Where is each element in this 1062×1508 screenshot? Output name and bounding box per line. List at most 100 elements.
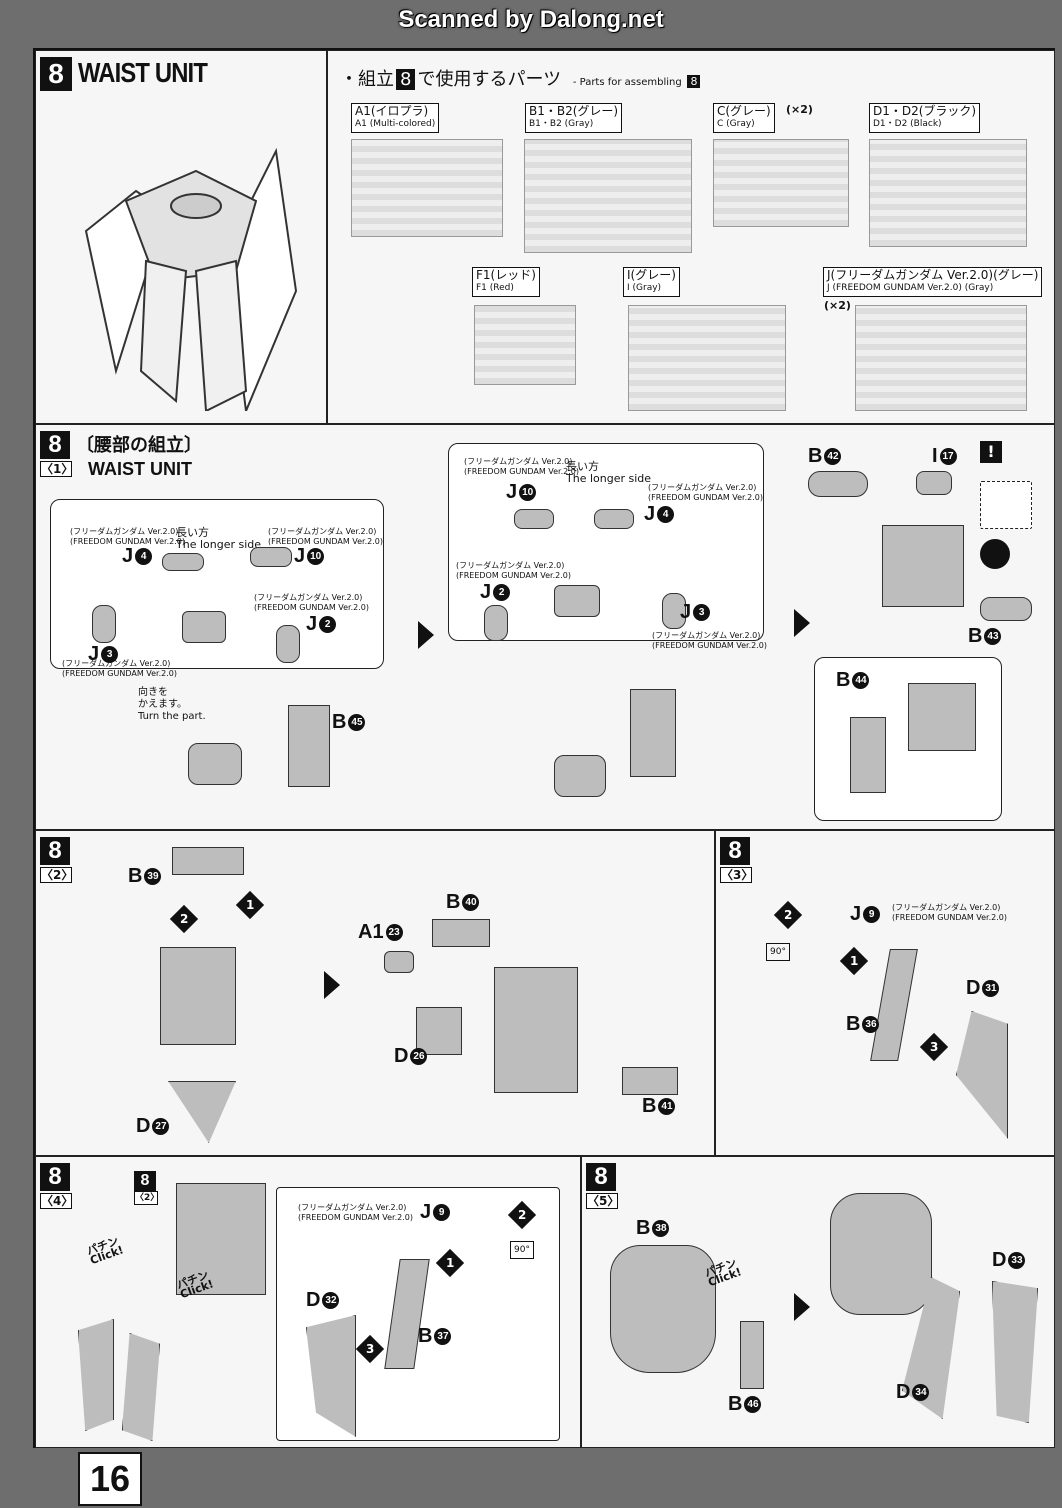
runner-label-f1: F1(レッド)F1 (Red) [472, 267, 540, 297]
section-4-sub: 〈4〉 [40, 1193, 74, 1209]
runner-f1 [474, 305, 576, 385]
part-d31 [956, 1011, 1008, 1139]
part-a1-23 [384, 951, 414, 973]
part-d33 [992, 1281, 1038, 1423]
part-waist-core-2 [494, 967, 578, 1093]
parts-header-prefix: ・組立 [340, 69, 394, 90]
section-4-ref-num: 8 [134, 1171, 156, 1191]
part-b36 [870, 949, 918, 1061]
part-j2-a [276, 625, 300, 663]
part-b40 [432, 919, 490, 947]
turn-part-note: 向きをかえます。Turn the part. [138, 687, 206, 722]
section-3-num: 8 [720, 837, 750, 865]
step-1-marker: 1 [235, 890, 265, 920]
rotate-90-badge-4: 90° [510, 1241, 534, 1259]
j4-label-fg-2: (フリーダムガンダム Ver.2.0)(FREEDOM GUNDAM Ver.2… [648, 483, 763, 502]
j2-label-fg: (フリーダムガンダム Ver.2.0)(FREEDOM GUNDAM Ver.2… [254, 593, 369, 612]
section-5-sub: 〈5〉 [586, 1193, 620, 1209]
j9-label-fg: (フリーダムガンダム Ver.2.0)(FREEDOM GUNDAM Ver.2… [892, 903, 1007, 922]
part-b38-plate [610, 1245, 716, 1373]
step-2-marker: 2 [773, 900, 803, 930]
part-b44 [850, 717, 886, 793]
part-b45-frame [288, 705, 330, 787]
j10-label-fg-2: (フリーダムガンダム Ver.2.0)(FREEDOM GUNDAM Ver.2… [464, 457, 579, 476]
part-b46 [740, 1321, 764, 1389]
part-j10 [250, 547, 292, 567]
runner-j-multiplier: (×2) [824, 299, 851, 312]
parts-header-step-num: 8 [396, 69, 416, 90]
part-waist-core [160, 947, 236, 1045]
part-b39 [172, 847, 244, 875]
step-title: WAIST UNIT [78, 57, 208, 88]
runner-c [713, 139, 849, 227]
waist-unit-overview-panel: 8 WAIST UNIT [35, 50, 327, 424]
section-2-sub: 〈2〉 [40, 867, 74, 883]
section-1-title-en: WAIST UNIT [88, 459, 192, 479]
part-j2-b [484, 605, 508, 641]
j2-label-fg-2: (フリーダムガンダム Ver.2.0)(FREEDOM GUNDAM Ver.2… [456, 561, 571, 580]
runner-i [628, 305, 786, 411]
part-d27 [168, 1081, 236, 1143]
section-1-panel: 8 〈1〉 〔腰部の組立〕 WAIST UNIT (フリーダムガンダム Ver.… [35, 424, 1055, 830]
part-i17 [916, 471, 952, 495]
section-2-num: 8 [40, 837, 70, 865]
part-b43 [980, 597, 1032, 621]
runner-a1 [351, 139, 503, 237]
scan-watermark-title: Scanned by Dalong.net [398, 6, 664, 33]
part-frame-section-1b [630, 689, 676, 777]
part-j3-b [662, 593, 686, 629]
part-j4 [162, 553, 204, 571]
part-d26 [416, 1007, 462, 1055]
waist-unit-illustration [84, 147, 298, 411]
part-j-joint-left [188, 743, 242, 785]
section-1-num: 8 [40, 431, 70, 459]
rotate-90-badge: 90° [766, 943, 790, 961]
part-j-assembly [182, 611, 226, 643]
section-1-title-jp: 〔腰部の組立〕 [76, 435, 202, 455]
runner-label-j: J(フリーダムガンダム Ver.2.0)(グレー)J (FREEDOM GUND… [823, 267, 1043, 297]
runner-label-d: D1・D2(ブラック)D1・D2 (Black) [869, 103, 981, 133]
step-2-marker: 2 [169, 904, 199, 934]
runner-j [855, 305, 1027, 411]
section-1-flow-arrow-1 [418, 621, 434, 649]
part-armor-left [78, 1319, 114, 1431]
step-number-badge: 8 [40, 57, 72, 91]
page-number: 16 [78, 1452, 142, 1506]
part-i17-detail [980, 481, 1032, 529]
section-4-num: 8 [40, 1163, 70, 1191]
j3-label-fg-2: (フリーダムガンダム Ver.2.0)(FREEDOM GUNDAM Ver.2… [652, 631, 767, 650]
section-4-ref-sub: 〈2〉 [134, 1191, 160, 1205]
part-plate-assembled [830, 1193, 932, 1315]
parts-header-jp: で使用するパーツ [417, 69, 562, 90]
runner-b [524, 139, 692, 253]
part-b42 [808, 471, 868, 497]
runner-d [869, 139, 1027, 247]
warning-icon: ! [980, 441, 1002, 463]
j3-label-fg: (フリーダムガンダム Ver.2.0)(FREEDOM GUNDAM Ver.2… [62, 659, 177, 678]
part-j4-2 [594, 509, 634, 529]
